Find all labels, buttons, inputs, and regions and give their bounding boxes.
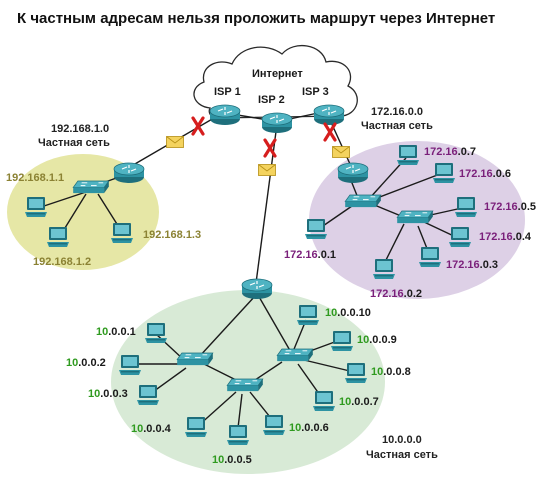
pc-10-0-0-3-icon (137, 385, 159, 405)
packet-envelope-right-icon (332, 146, 350, 158)
net-left-address: 192.168.1.0 (51, 123, 109, 135)
router-left-icon (113, 162, 145, 184)
net-bottom-address: 10.0.0.0 (382, 434, 422, 446)
wire (319, 205, 353, 229)
switch-bottom-center-icon (226, 378, 264, 392)
pc-10-0-0-8-icon (345, 363, 367, 383)
wire (257, 294, 293, 355)
pc-192-168-1-2-icon (47, 227, 69, 247)
ip-10-0-0-1: 10.0.0.1 (96, 326, 136, 338)
pc-10-0-0-6-icon (263, 415, 285, 435)
switch-right-a-icon (344, 194, 382, 208)
router-isp2-icon (261, 112, 293, 134)
switch-bottom-left-icon (176, 352, 214, 366)
pc-10-0-0-10-icon (297, 305, 319, 325)
wire (291, 319, 307, 355)
pc-172-16-0-6-icon (433, 163, 455, 183)
ip-172-16-0-3: 172.16.0.3 (446, 259, 498, 271)
wire-isp2-bottom-router (255, 123, 278, 284)
packet-envelope-bottom-icon (258, 164, 276, 176)
ip-10-0-0-3: 10.0.0.3 (88, 388, 128, 400)
pc-172-16-0-2-icon (373, 259, 395, 279)
ip-10-0-0-8: 10.0.0.8 (371, 366, 411, 378)
wire (37, 191, 87, 209)
isp2-label: ISP 2 (258, 94, 285, 106)
pc-172-16-0-1-icon (305, 219, 327, 239)
net-left-caption: Частная сеть (38, 137, 110, 149)
pc-10-0-0-7-icon (313, 391, 335, 411)
ip-10-0-0-6: 10.0.0.6 (289, 422, 329, 434)
wire (367, 157, 407, 201)
router-isp3-icon (313, 104, 345, 126)
net-right-caption: Частная сеть (361, 120, 433, 132)
ip-172-16-0-6: 172.16.0.6 (459, 168, 511, 180)
pc-10-0-0-2-icon (119, 355, 141, 375)
net-bottom-caption: Частная сеть (366, 449, 438, 461)
pc-172-16-0-5-icon (455, 197, 477, 217)
ip-172-16-0-1: 172.16.0.1 (284, 249, 336, 261)
ip-10-0-0-9: 10.0.0.9 (357, 334, 397, 346)
isp3-label: ISP 3 (302, 86, 329, 98)
isp1-label: ISP 1 (214, 86, 241, 98)
pc-10-0-0-9-icon (331, 331, 353, 351)
page-title: К частным адресам нельзя проложить маршр… (17, 10, 495, 27)
router-bottom-icon (241, 278, 273, 300)
ip-172-16-0-7: 172.16.0.7 (424, 146, 476, 158)
ip-192-168-1-1: 192.168.1.1 (6, 172, 64, 184)
pc-10-0-0-5-icon (227, 425, 249, 445)
packet-envelope-left-icon (166, 136, 184, 148)
wire (303, 359, 355, 373)
switch-bottom-right-icon (276, 348, 314, 362)
ip-172-16-0-5: 172.16.0.5 (484, 201, 536, 213)
switch-left-icon (72, 180, 110, 194)
blocked-cross-right-icon (323, 122, 337, 142)
wire (371, 173, 441, 201)
router-isp1-icon (209, 104, 241, 126)
pc-192-168-1-1-icon (25, 197, 47, 217)
ip-10-0-0-4: 10.0.0.4 (131, 423, 172, 435)
wire (237, 393, 243, 429)
pc-172-16-0-4-icon (449, 227, 471, 247)
pc-192-168-1-3-icon (111, 223, 133, 243)
router-right-icon (337, 162, 369, 184)
pc-172-16-0-7-icon (397, 145, 419, 165)
internet-label: Интернет (252, 68, 303, 80)
wire (197, 294, 257, 359)
ip-10-0-0-10: 10.0.0.10 (325, 307, 371, 319)
pc-10-0-0-1-icon (145, 323, 167, 343)
net-right-address: 172.16.0.0 (371, 106, 423, 118)
ip-10-0-0-5: 10.0.0.5 (212, 454, 252, 466)
pc-172-16-0-3-icon (419, 247, 441, 267)
switch-right-b-icon (396, 210, 434, 224)
ip-192-168-1-3: 192.168.1.3 (143, 229, 201, 241)
ip-172-16-0-4: 172.16.0.4 (479, 231, 532, 243)
ip-172-16-0-2: 172.16.0.2 (370, 288, 422, 300)
ip-10-0-0-7: 10.0.0.7 (339, 396, 379, 408)
ip-192-168-1-2: 192.168.1.2 (33, 256, 91, 268)
pc-10-0-0-4-icon (185, 417, 207, 437)
ip-10-0-0-2: 10.0.0.2 (66, 357, 106, 369)
